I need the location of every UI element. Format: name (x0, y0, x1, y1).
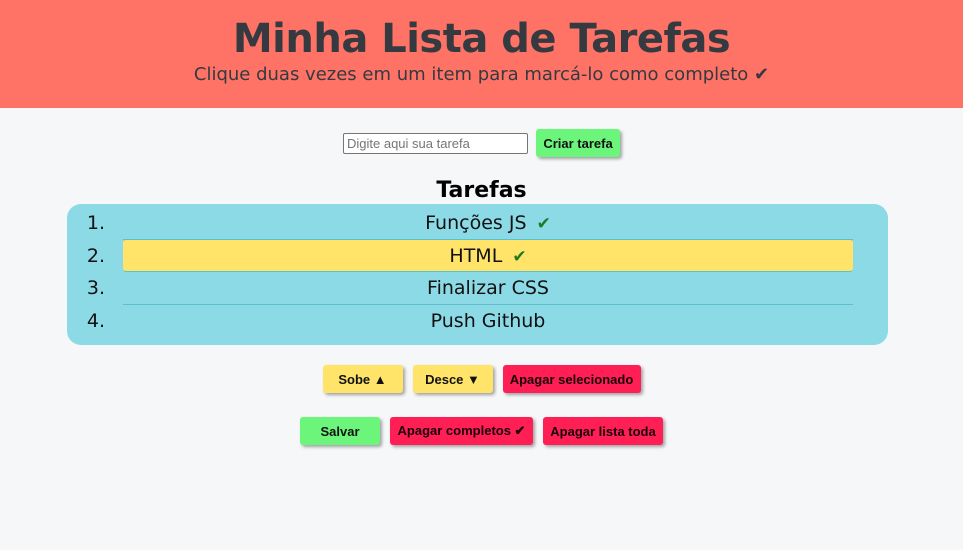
page-title: Minha Lista de Tarefas (232, 16, 731, 62)
task-list-container: 1. Funções JS ✔ 2. HTML ✔ 3. Finalizar C… (67, 204, 888, 345)
page-subtitle: Clique duas vezes em um item para marcá-… (193, 64, 770, 85)
task-item-selected[interactable]: 2. HTML ✔ (87, 239, 853, 272)
move-down-button[interactable]: Desce ▼ (412, 365, 493, 393)
page-header: Minha Lista de Tarefas Clique duas vezes… (0, 0, 963, 108)
task-item[interactable]: 3. Finalizar CSS (87, 272, 853, 305)
task-list: 1. Funções JS ✔ 2. HTML ✔ 3. Finalizar C… (67, 207, 853, 338)
delete-selected-button[interactable]: Apagar selecionado (502, 365, 641, 393)
move-up-button[interactable]: Sobe ▲ (322, 365, 403, 393)
check-icon: ✔ (536, 214, 551, 234)
task-item[interactable]: 1. Funções JS ✔ (87, 207, 853, 240)
task-text: HTML (449, 245, 503, 267)
list-actions-row: Salvar Apagar completos ✔ Apagar lista t… (0, 417, 963, 445)
create-task-button[interactable]: Criar tarefa (536, 129, 620, 157)
delete-completed-button[interactable]: Apagar completos ✔ (390, 417, 533, 445)
delete-all-button[interactable]: Apagar lista toda (543, 417, 663, 445)
task-number: 4. (86, 310, 105, 332)
task-text: Funções JS (425, 212, 527, 234)
task-number: 2. (86, 245, 105, 267)
task-item[interactable]: 4. Push Github (87, 305, 853, 338)
task-number: 3. (86, 277, 105, 299)
task-list-title: Tarefas (436, 178, 527, 203)
save-button[interactable]: Salvar (300, 417, 380, 445)
task-number: 1. (86, 212, 105, 234)
task-text: Push Github (430, 310, 546, 332)
check-icon: ✔ (512, 247, 527, 267)
create-task-form: Criar tarefa (0, 128, 963, 158)
task-input[interactable] (343, 132, 528, 154)
move-actions-row: Sobe ▲ Desce ▼ Apagar selecionado (0, 365, 963, 393)
task-text: Finalizar CSS (427, 277, 549, 299)
